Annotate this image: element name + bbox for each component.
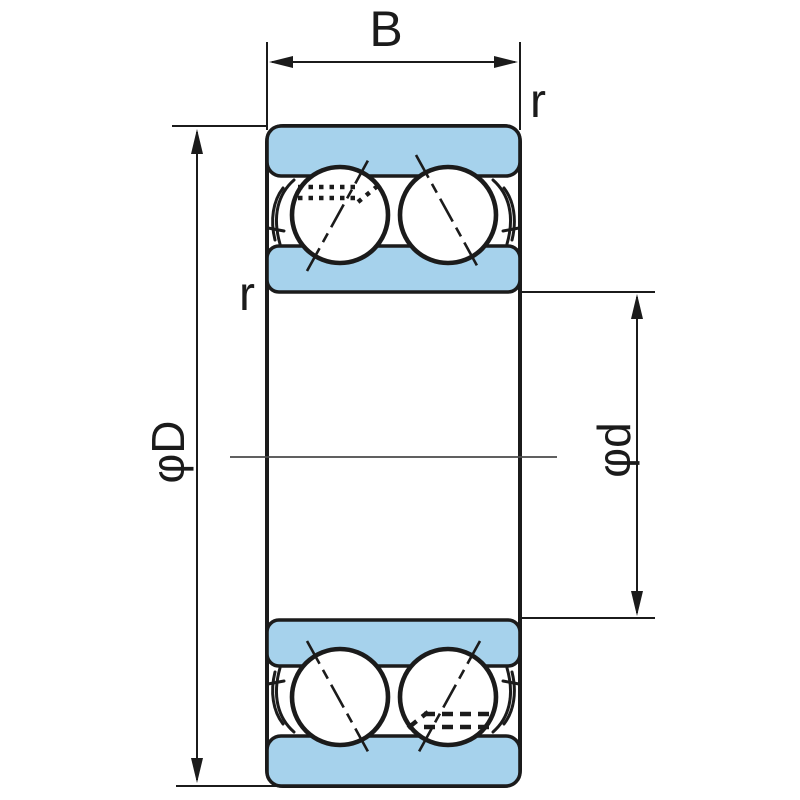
hidden-slot-dashes-bottom [406,710,490,730]
dimension-width-B: B [266,1,521,130]
contact-line-bottom-left [305,640,373,758]
dimension-bore-diameter: φd [522,291,655,619]
label-chamfer-top-right: r [530,75,546,128]
cage-top-right [491,178,521,246]
cage-bottom-left [266,666,296,734]
outer-ring-top [265,124,522,178]
ball-top-left [289,164,391,266]
arrowhead-b-right [494,56,518,68]
arrowhead-bore-top [631,294,643,319]
arrowhead-outer-bottom [191,758,203,783]
hidden-slot-dots-top [298,182,382,204]
dimension-outer-diameter: φD [142,125,292,787]
inner-ring-top [265,244,522,294]
label-width-B: B [369,1,402,57]
arrowhead-bore-bottom [631,591,643,616]
cage-top-left [266,178,296,246]
ball-bottom-left [289,646,391,748]
arrowhead-outer-top [191,129,203,154]
label-outer-diameter: φD [142,420,194,483]
contact-line-top-left [305,154,373,272]
cage-bottom-right [491,666,521,734]
label-bore-diameter: φd [588,422,640,477]
label-chamfer-left: r [239,268,255,321]
contact-line-bottom-right [414,640,482,758]
contact-line-top-right [414,154,482,272]
arrowhead-b-left [269,56,293,68]
inner-ring-bottom [265,618,522,668]
outer-ring-bottom [265,734,522,788]
